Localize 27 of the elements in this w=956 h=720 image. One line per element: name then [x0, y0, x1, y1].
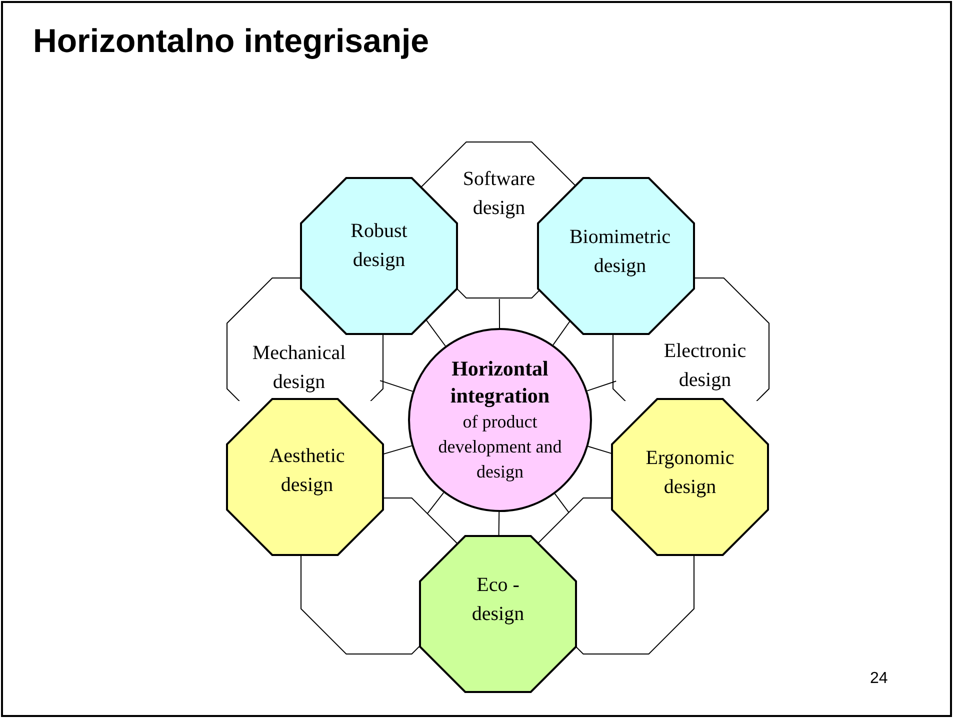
- node-label: Aesthetic design: [268, 444, 346, 498]
- node-label: Robust design: [350, 219, 408, 273]
- connector-line: [586, 380, 617, 392]
- octagon-node: [226, 398, 384, 556]
- octagon-node: [537, 177, 695, 335]
- node-label: Biomimetric design: [568, 225, 672, 279]
- node-label: Ergonomic design: [644, 446, 736, 500]
- node-label: Electronic design: [662, 339, 748, 393]
- connector-line: [552, 320, 571, 346]
- connector-line: [498, 512, 500, 536]
- connector-line: [380, 380, 414, 392]
- node-label: Software design: [462, 167, 536, 221]
- octagon-node: [419, 535, 577, 693]
- connector-line: [554, 493, 570, 514]
- node-label: Mechanical design: [251, 341, 347, 395]
- octagon-node: [537, 497, 695, 655]
- octagon-node: [300, 177, 458, 335]
- connector-line: [426, 492, 444, 514]
- connector-line: [498, 298, 500, 328]
- octagon-node: [611, 398, 769, 556]
- node-heading: Horizontal integration: [449, 356, 551, 410]
- slide-title: Horizontalno integrisanje: [33, 22, 430, 60]
- circle-node: [408, 328, 592, 512]
- connector-line: [425, 319, 446, 346]
- page-number: 24: [870, 670, 888, 688]
- node-label: Eco - design: [470, 573, 526, 627]
- node-label: of product development and design: [437, 410, 563, 484]
